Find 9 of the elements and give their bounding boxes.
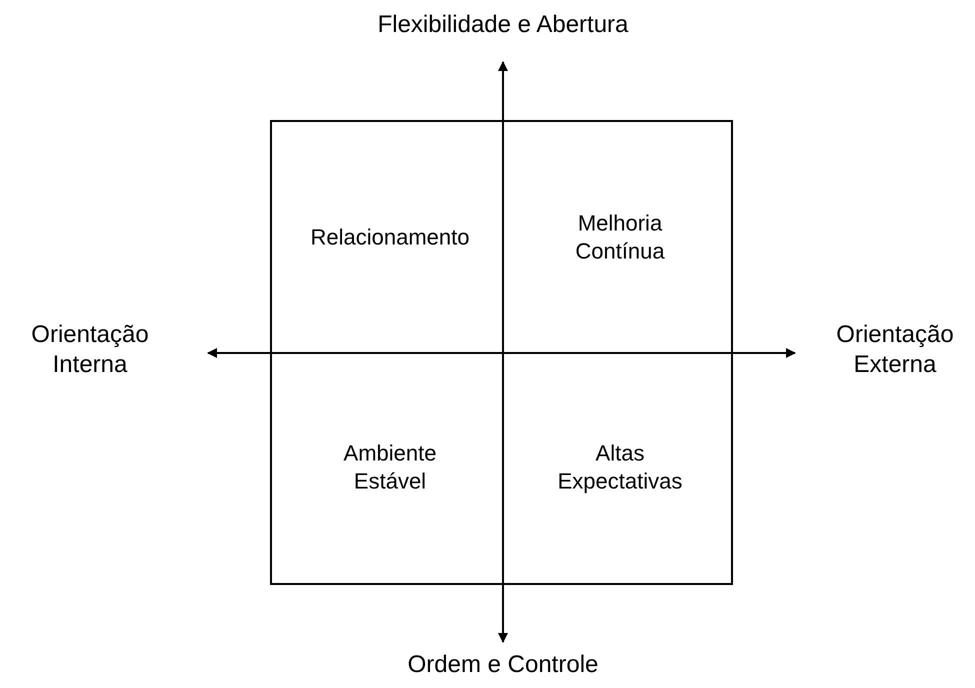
- axis-label: Ordem e Controle: [406, 650, 600, 680]
- axis-label: Orientação Interna: [30, 320, 150, 380]
- axis-label: Orientação Externa: [835, 320, 955, 380]
- quadrant-label: Relacionamento: [310, 223, 470, 251]
- axis-label: Flexibilidade e Abertura: [376, 10, 630, 40]
- quadrant-label: Melhoria Contínua: [574, 210, 666, 264]
- quadrant-label: Altas Expectativas: [556, 440, 684, 494]
- quadrant-label: Ambiente Estável: [342, 440, 438, 494]
- quadrant-square: [270, 120, 733, 585]
